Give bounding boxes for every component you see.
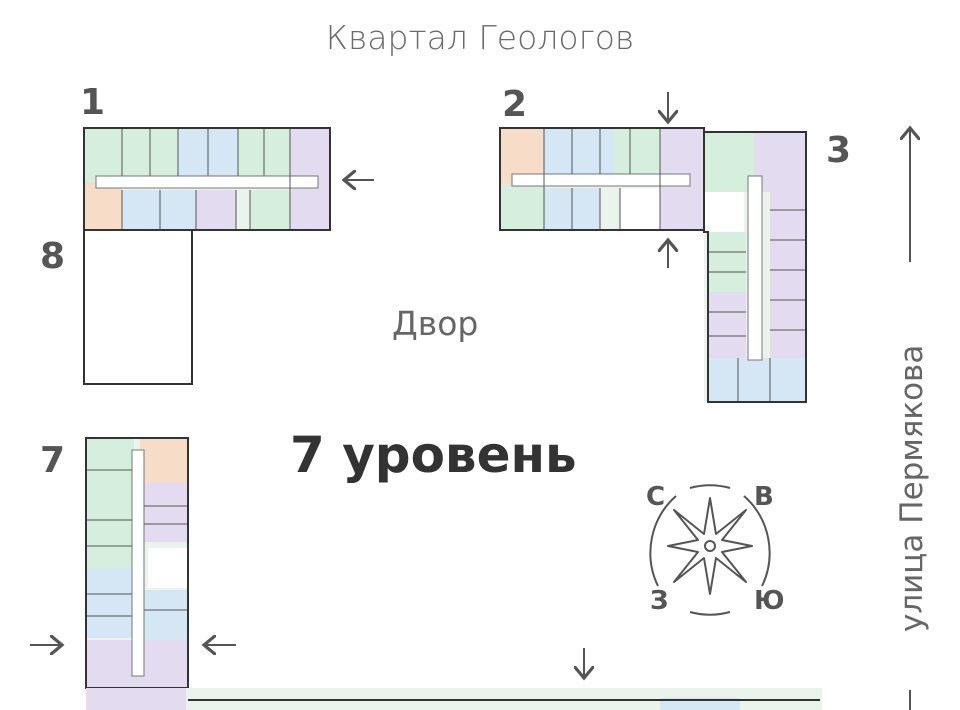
building-section-2[interactable] xyxy=(499,127,705,231)
entrance-arrow-icon xyxy=(30,92,668,676)
compass-north-label: С xyxy=(646,482,666,512)
compass-south-label: Ю xyxy=(754,586,785,616)
section-number-8[interactable]: 8 xyxy=(40,236,66,277)
building-section-1[interactable] xyxy=(83,127,331,231)
building-section-bottom[interactable] xyxy=(86,688,822,710)
building-section-7[interactable] xyxy=(85,437,189,689)
building-section-3[interactable] xyxy=(703,131,807,403)
section-number-3[interactable]: 3 xyxy=(826,130,852,171)
level-title: 7 уровень xyxy=(290,426,577,484)
compass-rose-icon xyxy=(649,484,771,616)
building-section-8[interactable] xyxy=(83,229,193,385)
compass-west-label: З xyxy=(650,586,669,616)
compass-east-label: В xyxy=(754,482,774,512)
yard-label: Двор xyxy=(392,304,479,343)
street-label-top: Квартал Геологов xyxy=(325,18,635,57)
section-number-7[interactable]: 7 xyxy=(40,440,66,481)
section-number-1[interactable]: 1 xyxy=(80,82,106,123)
section-number-2[interactable]: 2 xyxy=(502,84,528,125)
